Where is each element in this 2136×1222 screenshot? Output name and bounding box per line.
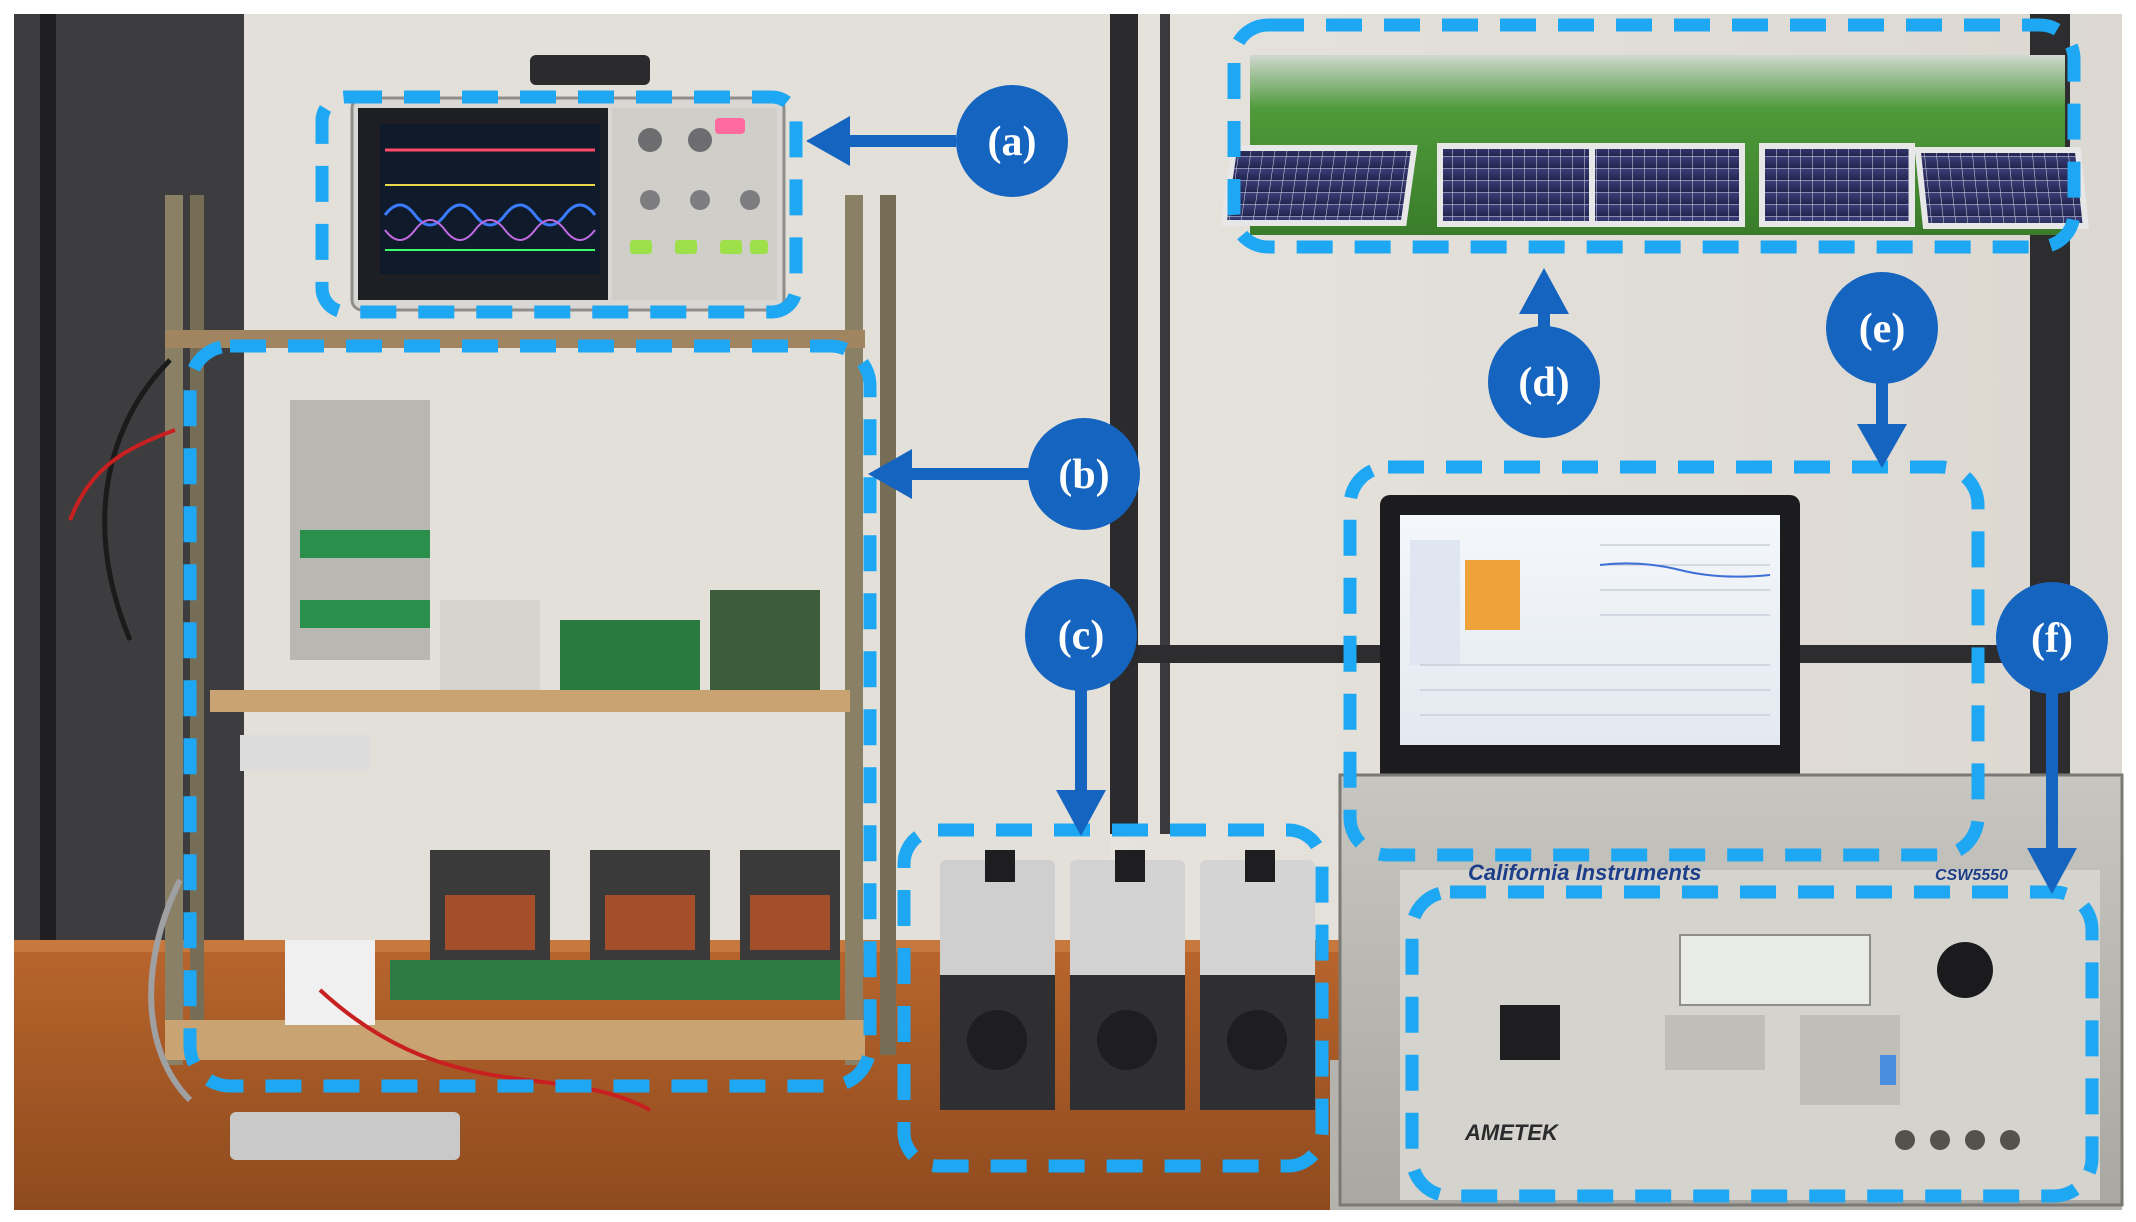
ac-source-display (1679, 934, 1871, 1006)
outline-a (315, 90, 803, 319)
outline-c (897, 823, 1329, 1173)
ac-source-model: CSW5550 (1935, 867, 2008, 884)
callout-d: (d) (1488, 326, 1600, 438)
resistive-loads (940, 850, 1315, 1110)
ac-source-brand: California Instruments (1468, 860, 1701, 885)
window-frame-mid (1110, 14, 1138, 834)
callout-d-label: (d) (1518, 360, 1569, 406)
pv-panels-photo (1220, 55, 2090, 235)
callout-b-label: (b) (1058, 452, 1109, 498)
callout-c: (c) (1025, 579, 1137, 691)
arrow-d-head (1519, 268, 1569, 314)
callout-e: (e) (1826, 272, 1938, 384)
outline-d (1227, 18, 2081, 254)
callout-e-label: (e) (1859, 306, 1906, 352)
arrow-c (1075, 680, 1087, 800)
ac-source-vendor: AMETEK (1464, 1120, 1560, 1145)
callout-a-label: (a) (988, 119, 1037, 165)
callout-b: (b) (1028, 418, 1140, 530)
ac-source-knob (1937, 942, 1993, 998)
outline-b (183, 339, 877, 1093)
arrow-f-head (2027, 848, 2077, 894)
callout-a: (a) (956, 85, 1068, 197)
outline-e (1343, 460, 1985, 862)
arrow-b-head (868, 449, 912, 499)
oscilloscope-screen (380, 124, 600, 274)
arrow-f (2046, 680, 2058, 860)
laptop-screen (1400, 515, 1780, 745)
callout-outlines (183, 18, 2099, 1203)
probe-box (230, 1112, 460, 1160)
oscilloscope (350, 55, 786, 312)
power-switch (1500, 1005, 1560, 1060)
arrow-e-head (1857, 424, 1907, 468)
programmable-ac-source: California Instruments CSW5550 AMETEK (1338, 773, 2124, 1207)
callout-c-label: (c) (1058, 613, 1105, 659)
arrow-c-head (1056, 790, 1106, 836)
arrow-b (900, 468, 1048, 480)
arrow-a-head (806, 116, 850, 166)
callout-arrows (806, 116, 2077, 894)
arrow-a (836, 135, 956, 147)
callout-f: (f) (1996, 582, 2108, 694)
converter-rack (68, 195, 896, 1160)
callout-badges: (a) (b) (c) (d) (e) (f) (956, 85, 2108, 694)
outline-f (1405, 885, 2099, 1203)
callout-f-label: (f) (2031, 616, 2073, 662)
